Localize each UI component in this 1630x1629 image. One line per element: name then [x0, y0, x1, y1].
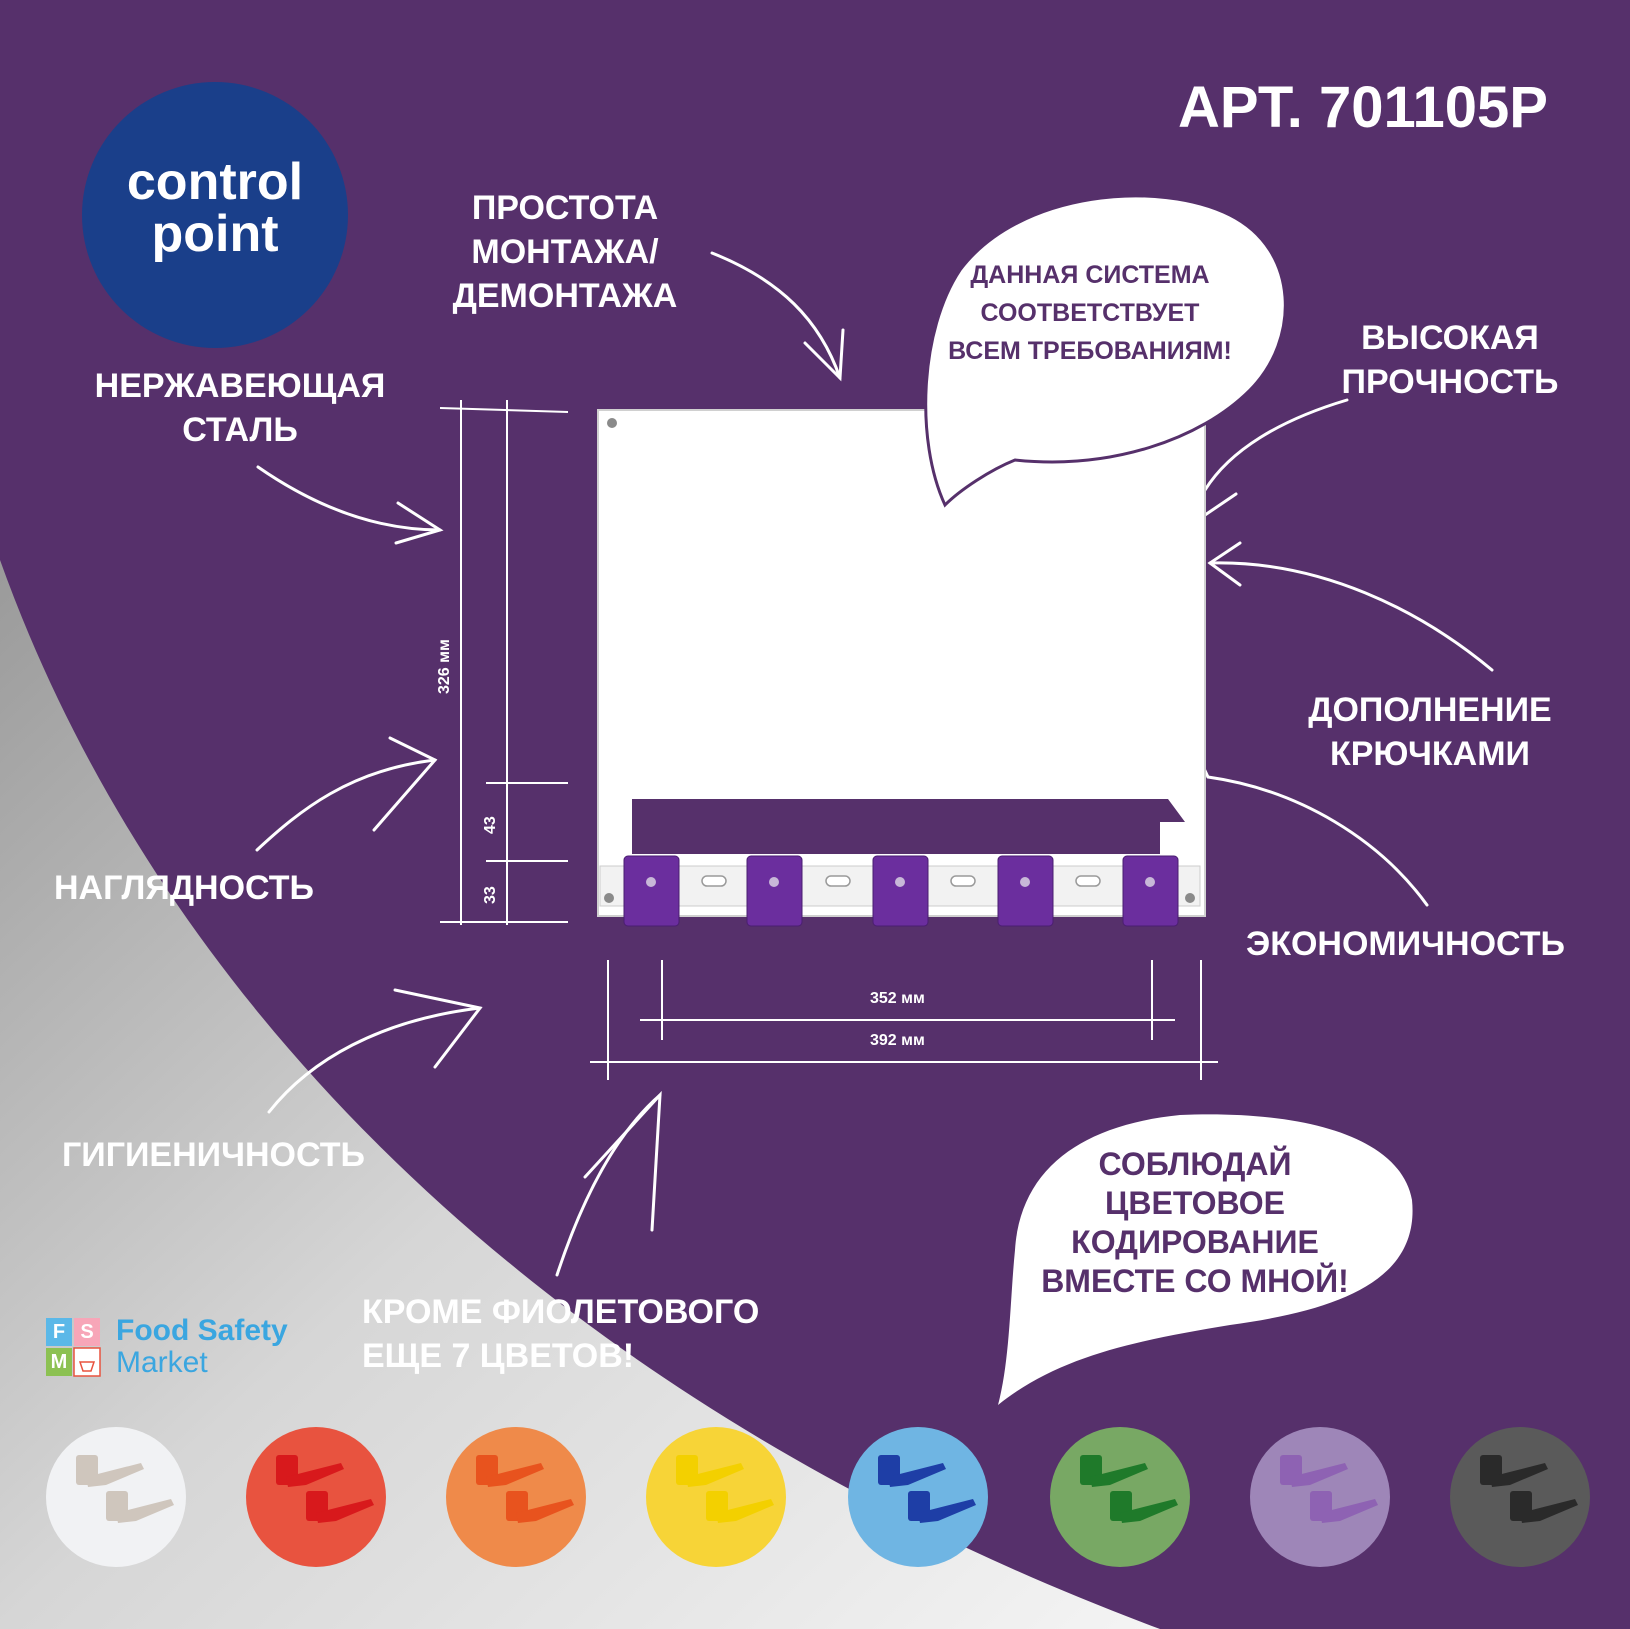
speech-bubble-top: [924, 194, 1287, 508]
logo-line-2: point: [151, 205, 279, 263]
speech-bubble-bottom: [998, 1114, 1413, 1405]
bubble-top-line3: ВСЕМ ТРЕБОВАНИЯМ!: [948, 337, 1232, 365]
color-swatch-1: [46, 1427, 186, 1567]
bubble-top-text: ДАННАЯ СИСТЕМА СООТВЕТСТВУЕТ ВСЕМ ТРЕБОВ…: [940, 256, 1240, 370]
logo-line-1: control: [126, 153, 304, 211]
dimension-height-mid: 43: [482, 816, 499, 834]
label-colors-line2: ЕЩЕ 7 ЦВЕТОВ!: [362, 1337, 635, 1375]
fsm-name-line2: Market: [116, 1346, 208, 1379]
dimension-height-total: 326 мм: [436, 639, 453, 694]
hook-icon: [476, 1455, 574, 1523]
arrow-strength: [1203, 398, 1349, 517]
label-hooks-line2: КРЮЧКАМИ: [1330, 735, 1530, 773]
label-hooks-line1: ДОПОЛНЕНИЕ: [1308, 691, 1552, 729]
bubble-bottom-line1: СОБЛЮДАЙ: [1098, 1146, 1292, 1182]
color-swatch-6: [1050, 1427, 1190, 1567]
fsm-letter-m: M: [50, 1351, 68, 1373]
grey-curve-area: [0, 560, 1160, 1629]
hook-icon: [1080, 1455, 1178, 1523]
label-hygiene: ГИГИЕНИЧНОСТЬ: [62, 1136, 365, 1174]
label-colors: КРОМЕ ФИОЛЕТОВОГО ЕЩЕ 7 ЦВЕТОВ!: [362, 1290, 759, 1378]
fsm-letter-s: S: [80, 1321, 94, 1343]
color-swatch-2: [246, 1427, 386, 1567]
label-economy: ЭКОНОМИЧНОСТЬ: [1246, 925, 1565, 963]
label-stainless-line2: СТАЛЬ: [182, 411, 298, 449]
bubble-bottom-line2: ЦВЕТОВОЕ: [1104, 1185, 1285, 1221]
bubble-bottom-line4: ВМЕСТЕ СО МНОЙ!: [1041, 1263, 1349, 1299]
label-colors-line1: КРОМЕ ФИОЛЕТОВОГО: [362, 1293, 760, 1331]
label-mounting: ПРОСТОТА МОНТАЖА/ ДЕМОНТАЖА: [430, 186, 700, 318]
dimension-width-inner: 352 мм: [870, 990, 925, 1007]
hook-icon: [76, 1455, 174, 1523]
color-swatch-3: [446, 1427, 586, 1567]
dimension-width-outer: 392 мм: [870, 1032, 925, 1049]
bubble-bottom-line3: КОДИРОВАНИЕ: [1071, 1224, 1319, 1260]
arrow-hooks: [1207, 541, 1494, 672]
label-visibility: НАГЛЯДНОСТЬ: [54, 869, 314, 907]
hook-icon: [878, 1455, 976, 1523]
label-hooks: ДОПОЛНЕНИЕ КРЮЧКАМИ: [1290, 688, 1570, 776]
label-mounting-line2: МОНТАЖА/: [471, 233, 659, 271]
bubble-top-line1: ДАННАЯ СИСТЕМА: [970, 261, 1210, 289]
color-swatch-8: [1450, 1427, 1590, 1567]
hook-icon: [676, 1455, 774, 1523]
dimension-lines: [439, 400, 1218, 1080]
label-strength: ВЫСОКАЯ ПРОЧНОСТЬ: [1330, 316, 1570, 404]
arrow-mounting: [710, 251, 845, 382]
arrow-colors: [555, 1090, 662, 1277]
label-mounting-line3: ДЕМОНТАЖА: [452, 277, 678, 315]
arrow-visibility: [255, 736, 438, 852]
label-strength-line1: ВЫСОКАЯ: [1361, 319, 1539, 357]
hook-icon: [1480, 1455, 1578, 1523]
product-panel: [597, 409, 1206, 927]
label-stainless: НЕРЖАВЕЮЩАЯ СТАЛЬ: [80, 364, 400, 452]
hook-icon: [1280, 1455, 1378, 1523]
arrow-stainless: [256, 465, 444, 545]
fsm-letter-f: F: [52, 1321, 66, 1343]
control-point-logo: control point: [82, 82, 348, 348]
label-stainless-line1: НЕРЖАВЕЮЩАЯ: [94, 367, 386, 405]
fsm-name-line1: Food Safety: [116, 1314, 288, 1347]
bubble-top-line2: СООТВЕТСТВУЕТ: [980, 299, 1200, 327]
hook-icon: [276, 1455, 374, 1523]
bubble-bottom-text: СОБЛЮДАЙ ЦВЕТОВОЕ КОДИРОВАНИЕ ВМЕСТЕ СО …: [1030, 1145, 1360, 1301]
fsm-logo-squares: [46, 1318, 101, 1377]
dimension-height-bottom: 33: [482, 886, 499, 904]
arrow-hygiene: [267, 988, 483, 1114]
color-swatch-5: [848, 1427, 988, 1567]
label-strength-line2: ПРОЧНОСТЬ: [1341, 363, 1559, 401]
color-swatch-4: [646, 1427, 786, 1567]
article-number: АРТ. 701105P: [1178, 75, 1548, 140]
color-swatch-7: [1250, 1427, 1390, 1567]
label-mounting-line1: ПРОСТОТА: [471, 189, 659, 227]
